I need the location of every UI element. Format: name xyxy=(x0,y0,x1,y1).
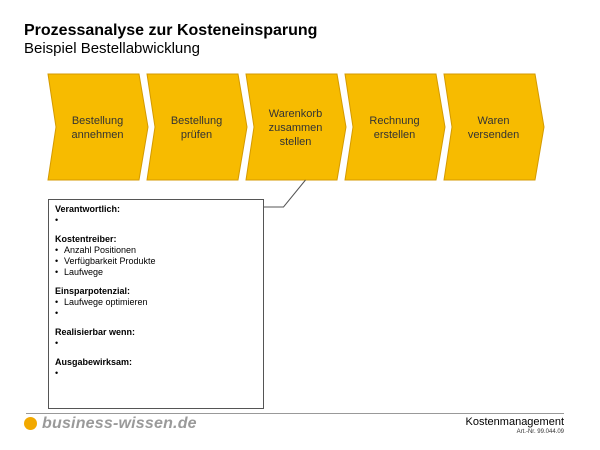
detail-bullet-item xyxy=(55,308,257,319)
detail-bullet-item xyxy=(55,215,257,226)
detail-bullet-list: Laufwege optimieren xyxy=(55,297,257,319)
process-step-4-label: Rechnung xyxy=(369,115,419,127)
process-chevron-row: Bestellung annehmen Bestellung prüfen Warenk… xyxy=(47,73,545,208)
article-number: Art.-Nr. 99.044.09 xyxy=(516,429,564,435)
detail-section: Ausgabewirksam: xyxy=(55,357,257,379)
step-detail-box: Verantwortlich: Kostentreiber:Anzahl Posi… xyxy=(48,199,264,409)
process-step-4-label: erstellen xyxy=(374,129,416,141)
detail-section-heading: Realisierbar wenn: xyxy=(55,327,136,337)
process-step-1-label: annehmen xyxy=(72,129,124,141)
callout-connector xyxy=(264,179,306,208)
detail-section: Realisierbar wenn: xyxy=(55,327,257,349)
footer-info: Kostenmanagement Art.-Nr. 99.044.09 xyxy=(466,416,564,436)
detail-section-heading: Verantwortlich: xyxy=(55,204,121,214)
process-step-3-label: stellen xyxy=(280,136,312,148)
detail-bullet-item: Verfügbarkeit Produkte xyxy=(55,256,257,267)
process-step-2 xyxy=(146,73,248,181)
process-step-1-label: Bestellung xyxy=(72,115,123,127)
detail-bullet-list xyxy=(55,215,257,226)
footer-category: Kostenmanagement xyxy=(465,416,564,428)
process-step-3-label: Warenkorb xyxy=(269,108,322,120)
process-step-2-label: prüfen xyxy=(181,129,212,141)
detail-section: Einsparpotenzial:Laufwege optimieren xyxy=(55,286,257,319)
logo-text: business-wissen.de xyxy=(42,415,197,432)
process-step-3 xyxy=(245,73,347,181)
detail-section-heading: Ausgabewirksam: xyxy=(55,357,133,367)
detail-bullet-item: Laufwege optimieren xyxy=(55,297,257,308)
orange-dot-icon xyxy=(24,417,37,430)
detail-bullet-item: Anzahl Positionen xyxy=(55,245,257,256)
detail-bullet-list xyxy=(55,338,257,349)
detail-bullet-list: Anzahl PositionenVerfügbarkeit ProdukteL… xyxy=(55,245,257,278)
detail-section-heading: Kostentreiber: xyxy=(55,234,117,244)
detail-section: Verantwortlich: xyxy=(55,204,257,226)
detail-bullet-item: Laufwege xyxy=(55,267,257,278)
footer-divider xyxy=(26,413,564,414)
process-step-5-label: Waren xyxy=(478,115,510,127)
detail-bullet-item xyxy=(55,368,257,379)
process-step-5 xyxy=(443,73,545,181)
detail-bullet-item xyxy=(55,338,257,349)
detail-section: Kostentreiber:Anzahl PositionenVerfügbar… xyxy=(55,234,257,278)
page-subtitle: Beispiel Bestellabwicklung xyxy=(24,40,200,57)
detail-bullet-list xyxy=(55,368,257,379)
detail-section-heading: Einsparpotenzial: xyxy=(55,286,131,296)
process-step-3-label: zusammen xyxy=(269,122,323,134)
process-step-4 xyxy=(344,73,446,181)
page-title: Prozessanalyse zur Kosteneinsparung xyxy=(24,22,318,39)
process-step-5-label: versenden xyxy=(468,129,519,141)
process-step-2-label: Bestellung xyxy=(171,115,222,127)
process-step-1 xyxy=(47,73,149,181)
